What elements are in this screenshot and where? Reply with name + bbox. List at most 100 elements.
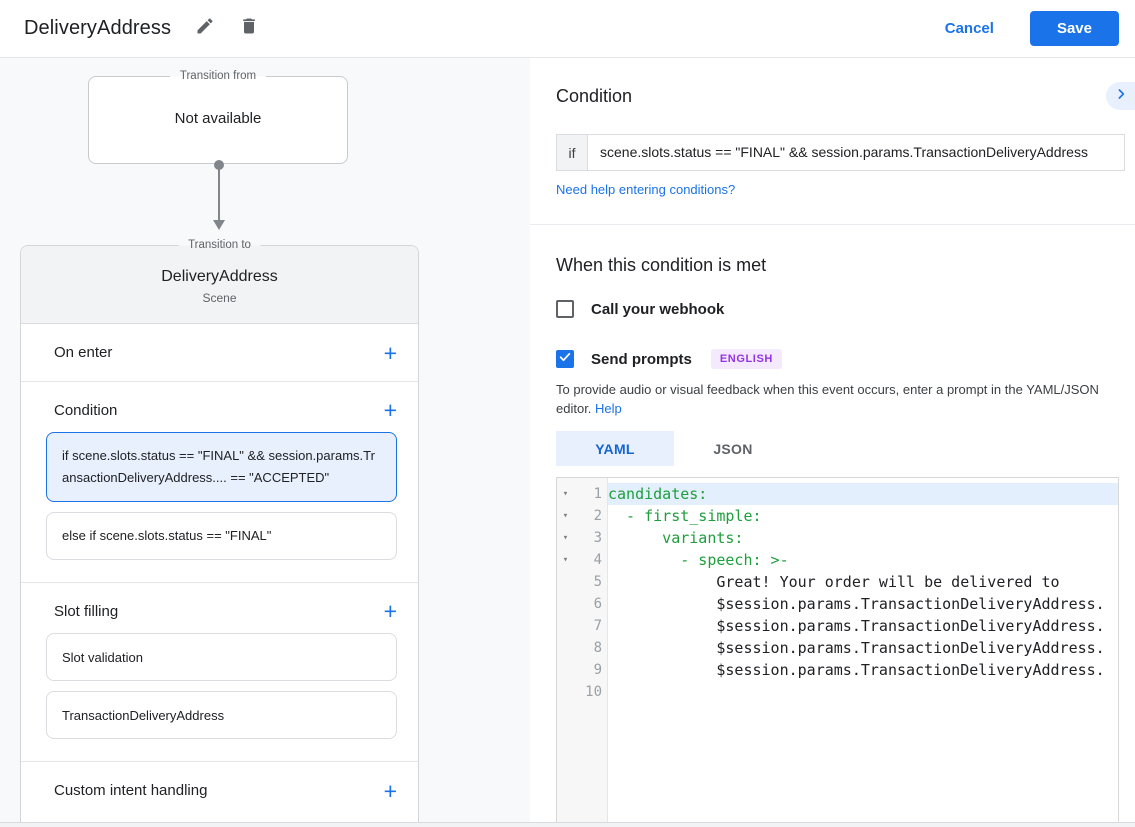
transition-from-box: Transition from Not available [88,69,348,164]
transition-canvas: Transition from Not available Transition… [0,58,530,827]
scene-card: Transition to DeliveryAddress Scene On e… [20,238,419,827]
cancel-button[interactable]: Cancel [944,20,994,37]
slot-item[interactable]: TransactionDeliveryAddress [46,691,397,739]
tab-json[interactable]: JSON [713,440,753,457]
fold-spacer [557,637,574,659]
send-prompts-label: Send prompts [591,350,692,368]
condition-item[interactable]: if scene.slots.status == "FINAL" && sess… [46,432,397,502]
horizontal-scrollbar-track[interactable] [0,822,1135,827]
language-badge: ENGLISH [710,349,782,369]
condition-detail-panel: Condition if scene.slots.status == "FINA… [530,58,1135,827]
webhook-row: Call your webhook [556,300,724,318]
line-number: 7 [593,618,602,634]
condition-item[interactable]: else if scene.slots.status == "FINAL" [46,512,397,560]
gutter-row: ▾3 [557,527,607,549]
scene-card-header: DeliveryAddress Scene [21,246,418,324]
page-title: DeliveryAddress [24,17,172,39]
line-number: 8 [593,640,602,656]
webhook-checkbox[interactable] [556,300,574,318]
prompt-description: To provide audio or visual feedback when… [556,380,1108,418]
add-on-enter-button plus-icon[interactable]: + [383,339,397,366]
when-condition-met-heading: When this condition is met [556,255,767,275]
custom-intent-section: Custom intent handling + [21,762,418,819]
fold-toggle chevron-down-icon[interactable]: ▾ [562,511,569,521]
code-line[interactable]: $session.params.TransactionDeliveryAddre… [608,661,1105,679]
gutter-row: ▾4 [557,549,607,571]
code-line[interactable]: - first_simple: [608,507,762,525]
code-line[interactable]: $session.params.TransactionDeliveryAddre… [608,639,1105,657]
fold-spacer [557,571,574,593]
prompt-description-text: To provide audio or visual feedback when… [556,382,1099,416]
conditions-help-link[interactable]: Need help entering conditions? [556,182,736,197]
gutter-row: 7 [557,615,607,637]
fold-spacer [557,615,574,637]
if-prefix-label: if [556,134,587,171]
condition-section-label: Condition [54,401,118,419]
line-number: 9 [593,662,602,678]
transition-from-legend: Transition from [169,69,267,84]
fold-toggle chevron-down-icon[interactable]: ▾ [562,555,569,565]
on-enter-label: On enter [54,344,113,361]
fold-toggle chevron-down-icon[interactable]: ▾ [562,489,569,499]
check-icon [558,350,572,369]
gutter-row: 6 [557,593,607,615]
line-number: 1 [593,486,602,502]
slot-filling-label: Slot filling [54,602,119,620]
code-line[interactable]: $session.params.TransactionDeliveryAddre… [608,595,1105,613]
gutter-row: ▾2 [557,505,607,527]
add-custom-intent-button plus-icon[interactable]: + [383,777,397,804]
connector-line [218,167,220,220]
line-number: 3 [593,530,602,546]
save-button[interactable]: Save [1029,11,1119,46]
chevron-right-icon [1113,86,1129,107]
scene-type-label: Scene [202,291,237,305]
editor-code-area[interactable]: candidates: - first_simple: variants: - … [608,478,1118,825]
webhook-label: Call your webhook [591,300,725,318]
condition-heading: Condition [556,86,633,106]
fold-spacer [557,659,574,681]
line-number: 4 [593,552,602,568]
send-prompts-checkbox[interactable] [556,350,574,368]
transition-to-legend: Transition to [178,238,261,253]
title-actions [193,17,261,41]
fold-spacer [557,593,574,615]
code-line[interactable]: candidates: [608,483,1118,505]
edit-icon [195,16,215,41]
add-slot-button plus-icon[interactable]: + [383,598,397,624]
scene-name: DeliveryAddress [161,268,278,285]
tab-yaml[interactable]: YAML [556,431,674,466]
arrow-down-icon [213,220,225,230]
condition-section: Condition + if scene.slots.status == "FI… [21,382,418,583]
fold-toggle chevron-down-icon[interactable]: ▾ [562,533,569,543]
gutter-row: ▾1 [557,483,607,505]
panel-divider [530,224,1135,225]
help-link[interactable]: Help [595,401,622,416]
edit-scene-button[interactable] [193,17,217,41]
custom-intent-label: Custom intent handling [54,782,208,799]
gutter-row: 10 [557,681,607,703]
slot-item[interactable]: Slot validation [46,633,397,681]
gutter-row: 8 [557,637,607,659]
code-line[interactable]: variants: [608,529,744,547]
code-line[interactable]: - speech: >- [608,551,789,569]
delete-scene-button[interactable] [237,17,261,41]
add-condition-button plus-icon[interactable]: + [383,397,397,423]
transition-from-value: Not available [174,110,262,127]
gutter-row: 9 [557,659,607,681]
code-line[interactable]: Great! Your order will be delivered to [608,573,1060,591]
condition-expression-input[interactable]: scene.slots.status == "FINAL" && session… [587,134,1125,171]
fold-spacer [557,681,574,703]
line-number: 2 [593,508,602,524]
gutter-row: 5 [557,571,607,593]
code-line[interactable] [608,681,1118,703]
collapse-panel-button[interactable] [1106,82,1135,110]
condition-list: if scene.slots.status == "FINAL" && sess… [21,432,418,582]
delete-icon [239,16,259,41]
editor-tabs: YAML JSON [556,431,792,466]
line-number: 6 [593,596,602,612]
code-line[interactable]: $session.params.TransactionDeliveryAddre… [608,617,1105,635]
condition-expression-row: if scene.slots.status == "FINAL" && sess… [556,134,1125,171]
